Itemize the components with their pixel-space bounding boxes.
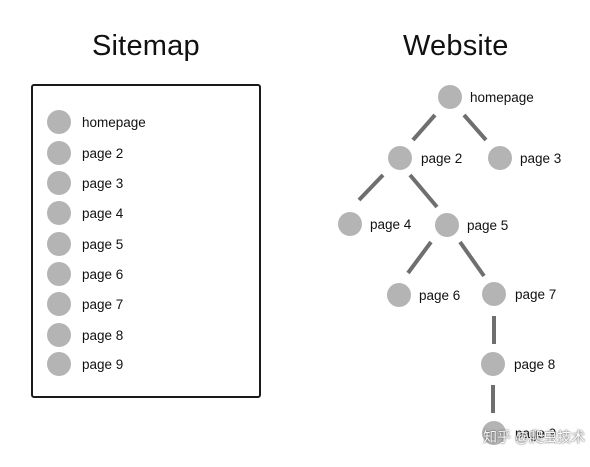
sitemap-item: homepage — [47, 110, 146, 134]
sitemap-item-label: homepage — [82, 114, 146, 130]
tree-edge — [458, 240, 486, 278]
tree-node-page-9: page 9 — [482, 421, 556, 445]
tree-edge — [357, 173, 385, 202]
watermark: 知乎 @爬虫技术 — [483, 429, 586, 445]
node-circle-icon — [435, 213, 459, 237]
node-label: page 9 — [515, 426, 556, 441]
node-circle-icon — [482, 421, 506, 445]
tree-edge — [406, 240, 433, 275]
sitemap-item-label: page 3 — [82, 175, 124, 191]
node-circle-icon — [388, 146, 412, 170]
tree-edge — [411, 113, 437, 142]
node-label: page 3 — [520, 151, 561, 166]
node-circle-icon — [338, 212, 362, 236]
tree-node-homepage: homepage — [438, 85, 534, 109]
tree-edge — [408, 173, 439, 209]
sitemap-item: page 5 — [47, 232, 123, 256]
bullet-icon — [47, 292, 71, 316]
bullet-icon — [47, 110, 71, 134]
tree-edge — [462, 113, 488, 142]
bullet-icon — [47, 171, 71, 195]
node-circle-icon — [488, 146, 512, 170]
sitemap-title: Sitemap — [92, 30, 200, 62]
sitemap-item-label: page 5 — [82, 236, 124, 252]
tree-node-page-2: page 2 — [388, 146, 462, 170]
sitemap-item: page 9 — [47, 352, 123, 376]
sitemap-item: page 6 — [47, 262, 123, 286]
sitemap-item-label: page 2 — [82, 145, 124, 161]
sitemap-item-label: page 9 — [82, 356, 124, 372]
tree-node-page-3: page 3 — [488, 146, 561, 170]
node-label: page 8 — [514, 357, 555, 372]
bullet-icon — [47, 262, 71, 286]
tree-node-page-7: page 7 — [482, 282, 556, 306]
tree-node-page-8: page 8 — [481, 352, 555, 376]
node-label: page 4 — [370, 217, 412, 232]
tree-node-page-4: page 4 — [338, 212, 412, 236]
sitemap-item: page 3 — [47, 171, 123, 195]
bullet-icon — [47, 323, 71, 347]
node-label: page 2 — [421, 151, 462, 166]
bullet-icon — [47, 141, 71, 165]
sitemap-item: page 2 — [47, 141, 123, 165]
node-circle-icon — [481, 352, 505, 376]
node-label: page 5 — [467, 218, 508, 233]
node-circle-icon — [482, 282, 506, 306]
node-circle-icon — [438, 85, 462, 109]
node-label: page 7 — [515, 287, 556, 302]
tree-node-page-6: page 6 — [387, 283, 460, 307]
node-label: homepage — [470, 90, 534, 105]
sitemap-item: page 8 — [47, 323, 123, 347]
sitemap-list-box: homepage page 2 page 3 page 4 page 5 pag… — [31, 84, 261, 398]
sitemap-item: page 7 — [47, 292, 123, 316]
sitemap-item-label: page 6 — [82, 266, 124, 282]
node-circle-icon — [387, 283, 411, 307]
bullet-icon — [47, 352, 71, 376]
sitemap-item-label: page 8 — [82, 327, 124, 343]
sitemap-item-label: page 7 — [82, 296, 124, 312]
sitemap-item: page 4 — [47, 201, 123, 225]
sitemap-item-label: page 4 — [82, 205, 124, 221]
tree-node-page-5: page 5 — [435, 213, 508, 237]
bullet-icon — [47, 201, 71, 225]
bullet-icon — [47, 232, 71, 256]
node-label: page 6 — [419, 288, 460, 303]
website-title: Website — [403, 30, 509, 62]
